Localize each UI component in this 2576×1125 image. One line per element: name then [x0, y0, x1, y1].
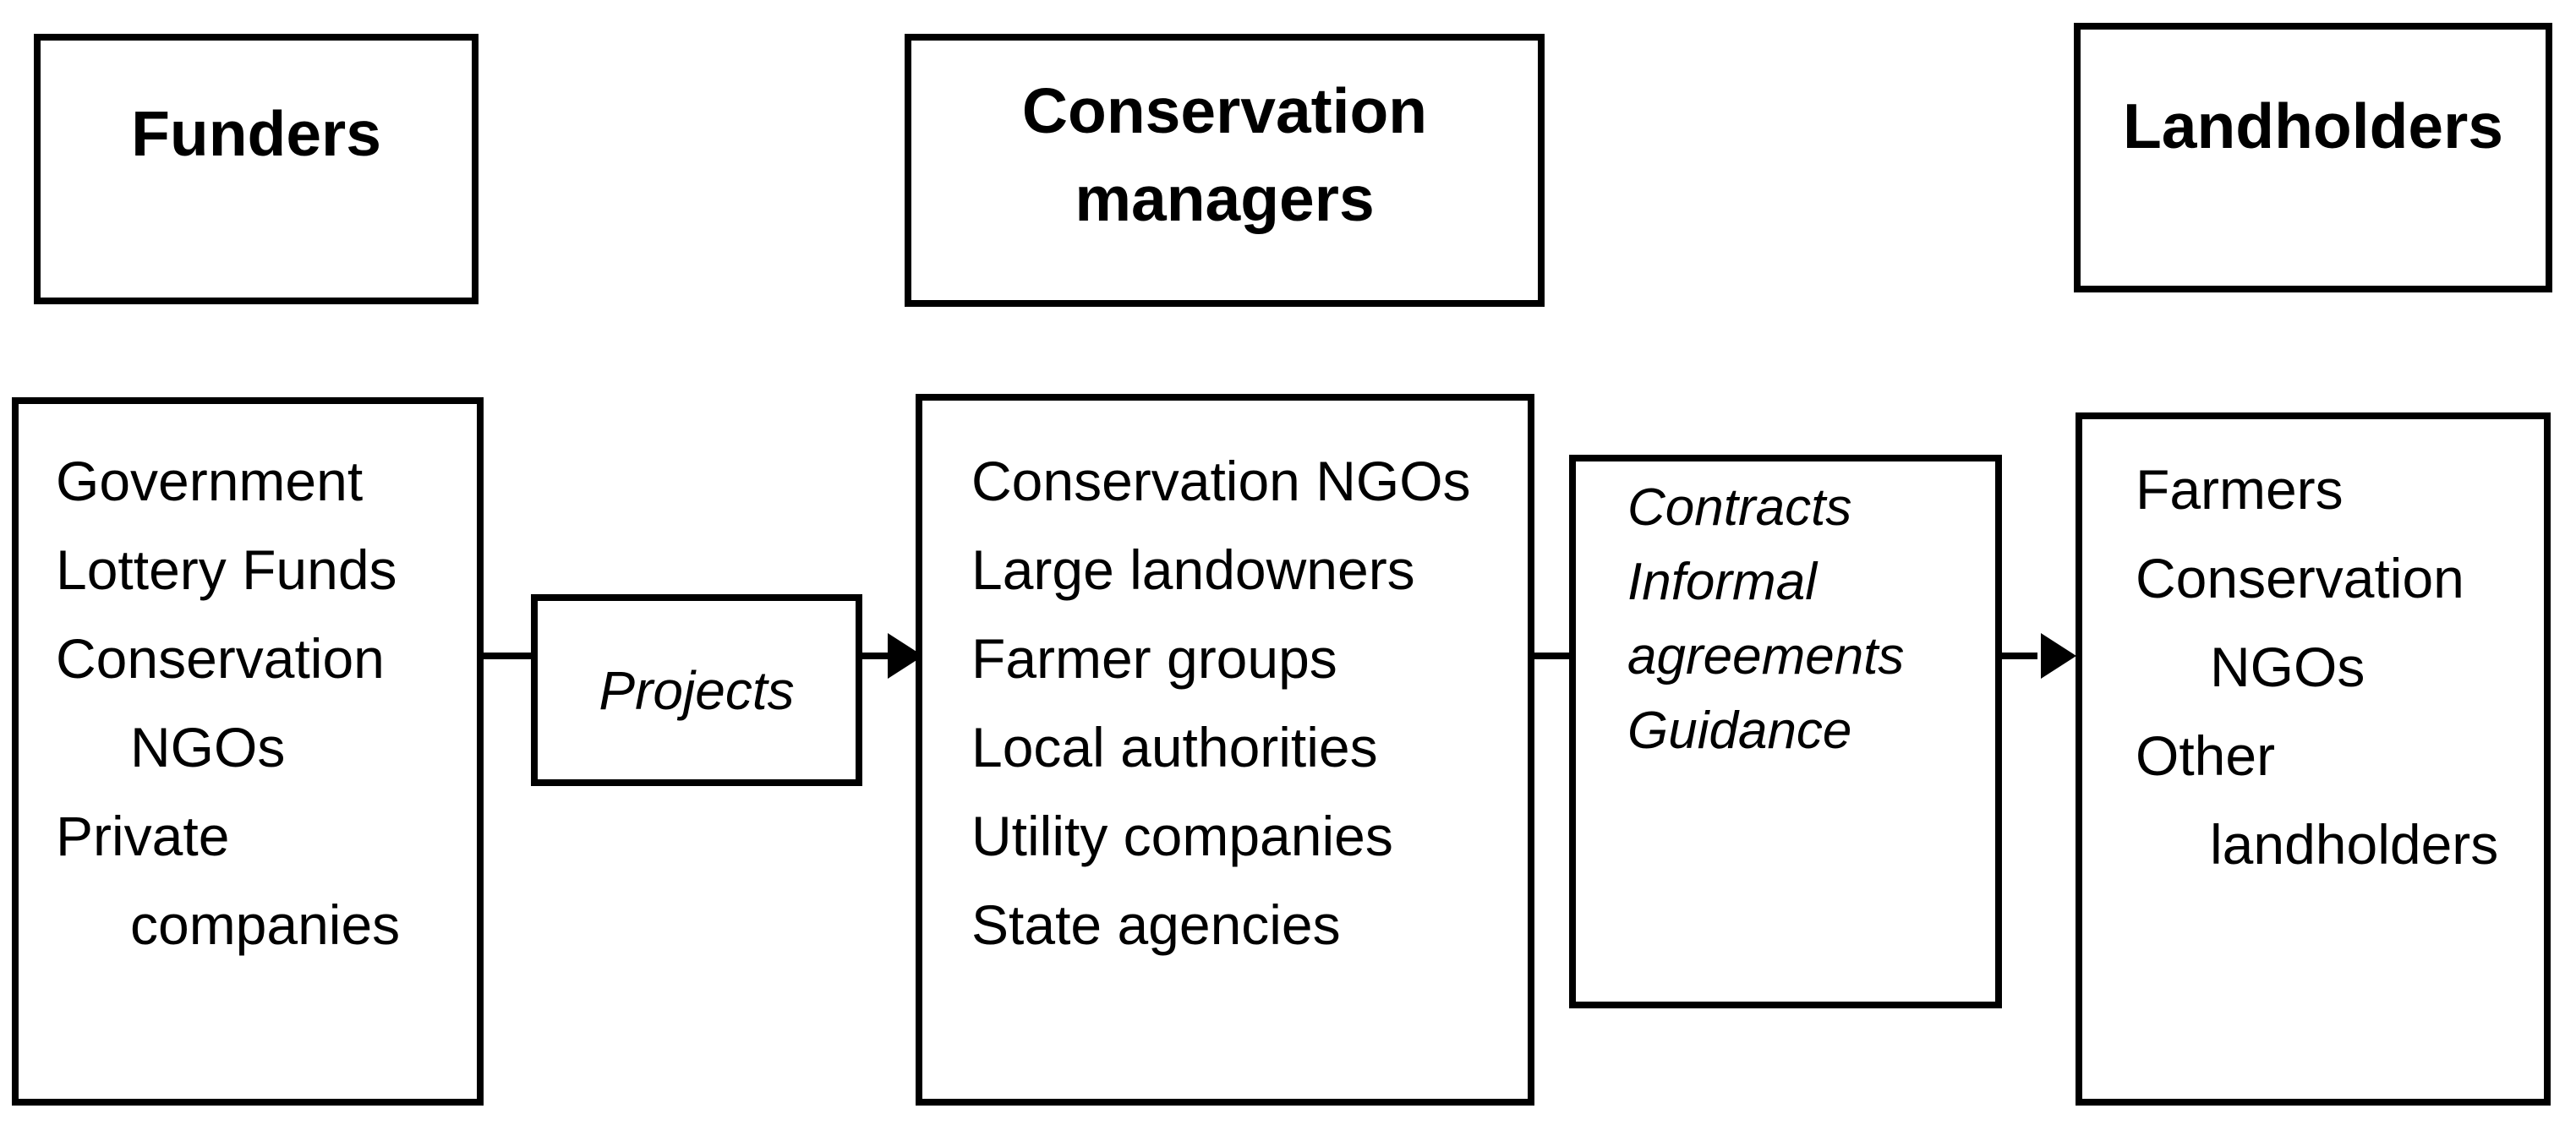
conservation-managers-header-label: Conservation managers: [1021, 75, 1428, 234]
arrow-agreements-to-landholders-shaft: [2000, 653, 2037, 659]
landholders-header-box: Landholders: [2074, 23, 2552, 292]
list-line: agreements: [1627, 627, 1905, 685]
list-line: NGOs: [130, 716, 286, 778]
list-line: Lottery Funds: [56, 538, 397, 601]
funders-header-label: Funders: [131, 98, 381, 169]
list-line: State agencies: [971, 893, 1341, 956]
list-line: landholders: [2210, 813, 2499, 876]
list-line: Informal: [1627, 553, 1817, 611]
arrowhead-right-icon: [2041, 633, 2076, 679]
projects-label: Projects: [599, 659, 795, 721]
list-line: Farmers: [2136, 458, 2344, 521]
list-line: companies: [130, 893, 401, 956]
list-line: Conservation NGOs: [971, 450, 1471, 512]
list-line: Conservation: [56, 627, 385, 690]
list-line: Local authorities: [971, 716, 1378, 778]
list-line: Other: [2136, 724, 2276, 787]
landholders-header-label: Landholders: [2122, 90, 2504, 161]
list-line: Conservation: [2136, 547, 2464, 609]
connector-funders-to-projects: [482, 653, 534, 659]
funders-header-box: Funders: [34, 34, 479, 304]
list-line: NGOs: [2210, 636, 2365, 698]
arrow-projects-to-managers-shaft: [861, 653, 891, 659]
list-line: Guidance: [1627, 702, 1852, 760]
list-line: Private: [56, 805, 230, 867]
conservation-managers-header-box: Conservation managers: [905, 34, 1545, 307]
projects-flow-box: Projects: [531, 594, 862, 786]
list-line: Farmer groups: [971, 627, 1337, 690]
list-line: Government: [56, 450, 364, 512]
connector-managers-to-agreements: [1528, 653, 1572, 659]
list-line: Utility companies: [971, 805, 1393, 867]
list-line: Large landowners: [971, 538, 1415, 601]
list-line: Contracts: [1627, 478, 1852, 537]
